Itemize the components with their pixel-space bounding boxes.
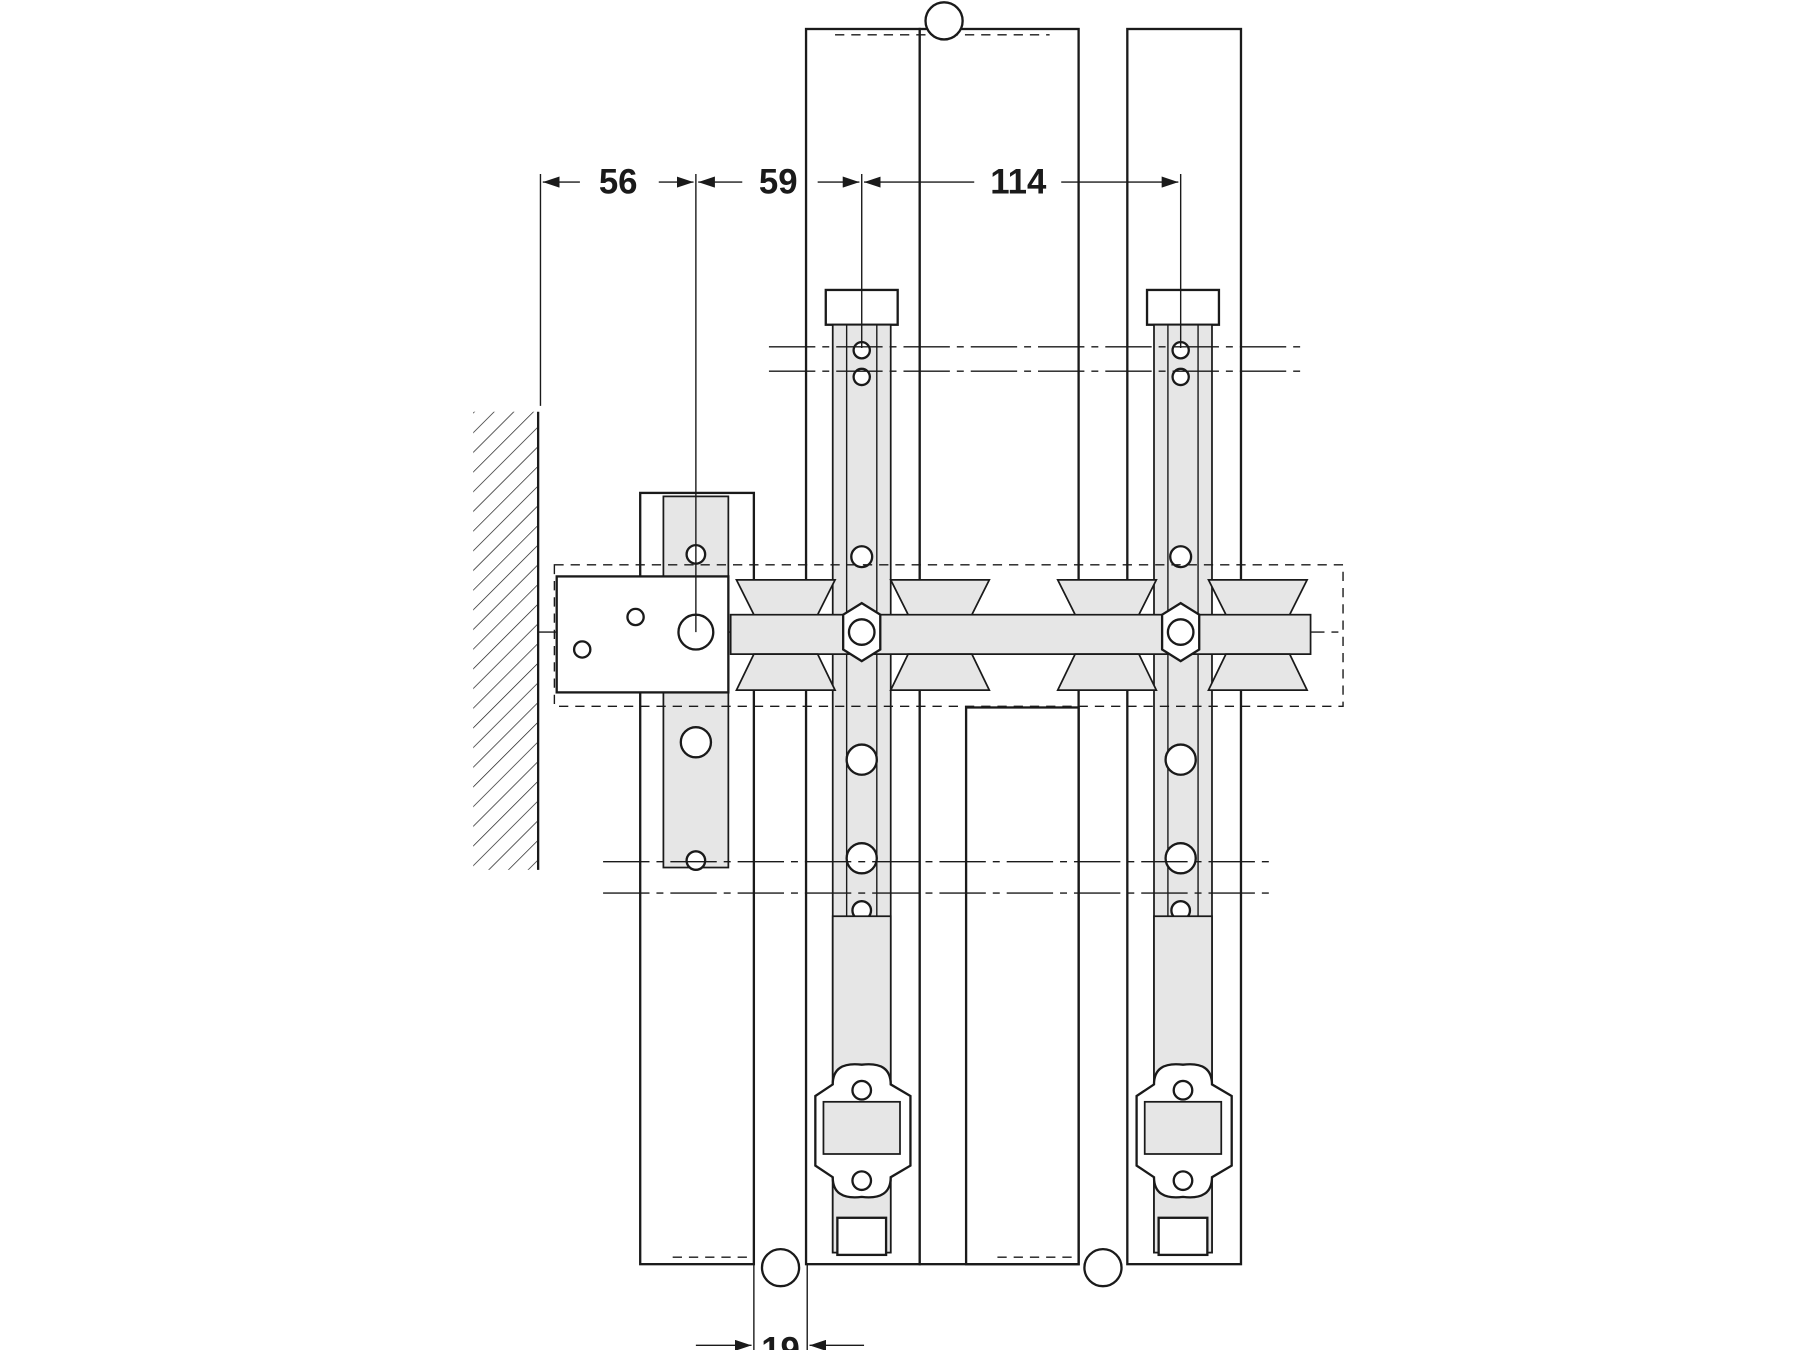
dimension-114: 114 <box>990 164 1047 202</box>
roller-wheel <box>889 579 991 691</box>
dimension-56: 56 <box>599 164 638 202</box>
roller-wheel <box>735 579 837 691</box>
roller-carriages <box>729 579 1312 691</box>
roller-wheel <box>1207 579 1309 691</box>
soft-close-dampers <box>814 915 1233 1257</box>
top-track-outline <box>553 564 1344 708</box>
door-guide-roller-bottom-2 <box>1083 1247 1123 1288</box>
wall-fixing-block <box>555 575 730 694</box>
door-guide-roller-top <box>924 1 964 41</box>
dimension-59: 59 <box>759 164 798 202</box>
wall-hatching <box>473 411 540 870</box>
roller-wheel <box>1056 579 1158 691</box>
dimension-19: 19 <box>761 1332 800 1350</box>
door-guide-roller-bottom-1 <box>760 1247 801 1288</box>
dimension-lines <box>539 173 1182 1350</box>
